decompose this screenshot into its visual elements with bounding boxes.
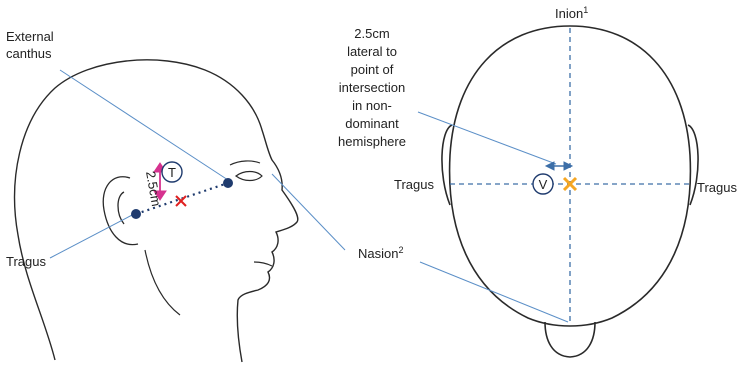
external-canthus-label-line1: External — [6, 29, 54, 44]
lateral-note-line: dominant — [345, 116, 399, 131]
lateral-note: 2.5cm lateral to point of intersection in no… — [338, 26, 406, 149]
canthus-point — [223, 178, 233, 188]
tragus-point — [131, 209, 141, 219]
lateral-note-line: lateral to — [347, 44, 397, 59]
inion-superscript: 1 — [583, 5, 588, 15]
nasion-side-leader — [272, 174, 345, 250]
inion-label: Inion1 — [555, 5, 588, 21]
lateral-offset-arrow — [546, 162, 572, 170]
nose-top — [545, 322, 595, 357]
t-marker-label: T — [168, 165, 176, 180]
nasion-superscript: 2 — [398, 245, 403, 255]
external-canthus-leader — [60, 70, 228, 180]
lateral-note-line: intersection — [339, 80, 405, 95]
lateral-note-line: 2.5cm — [354, 26, 389, 41]
nasion-text: Nasion — [358, 246, 398, 261]
vertex-cross — [564, 178, 576, 190]
v-marker-label: V — [539, 177, 548, 192]
tragus-left-leader — [50, 214, 134, 258]
eye — [236, 172, 262, 181]
lateral-note-line: in non- — [352, 98, 392, 113]
external-canthus-label-line2: canthus — [6, 46, 52, 61]
lateral-note-leader — [418, 112, 556, 164]
side-head-outline — [15, 60, 298, 362]
tragus-right-right-label: Tragus — [697, 180, 737, 195]
mouth — [254, 262, 272, 266]
lateral-note-line: hemisphere — [338, 134, 406, 149]
tragus-right-left-label: Tragus — [394, 177, 434, 192]
side-view-head — [15, 60, 298, 362]
inion-text: Inion — [555, 6, 583, 21]
nasion-top-leader — [420, 262, 568, 322]
tragus-left-label: Tragus — [6, 254, 46, 269]
eye-brow — [230, 161, 260, 165]
neck-line — [145, 250, 180, 315]
lateral-note-line: point of — [351, 62, 394, 77]
nasion-label: Nasion2 — [358, 245, 403, 261]
